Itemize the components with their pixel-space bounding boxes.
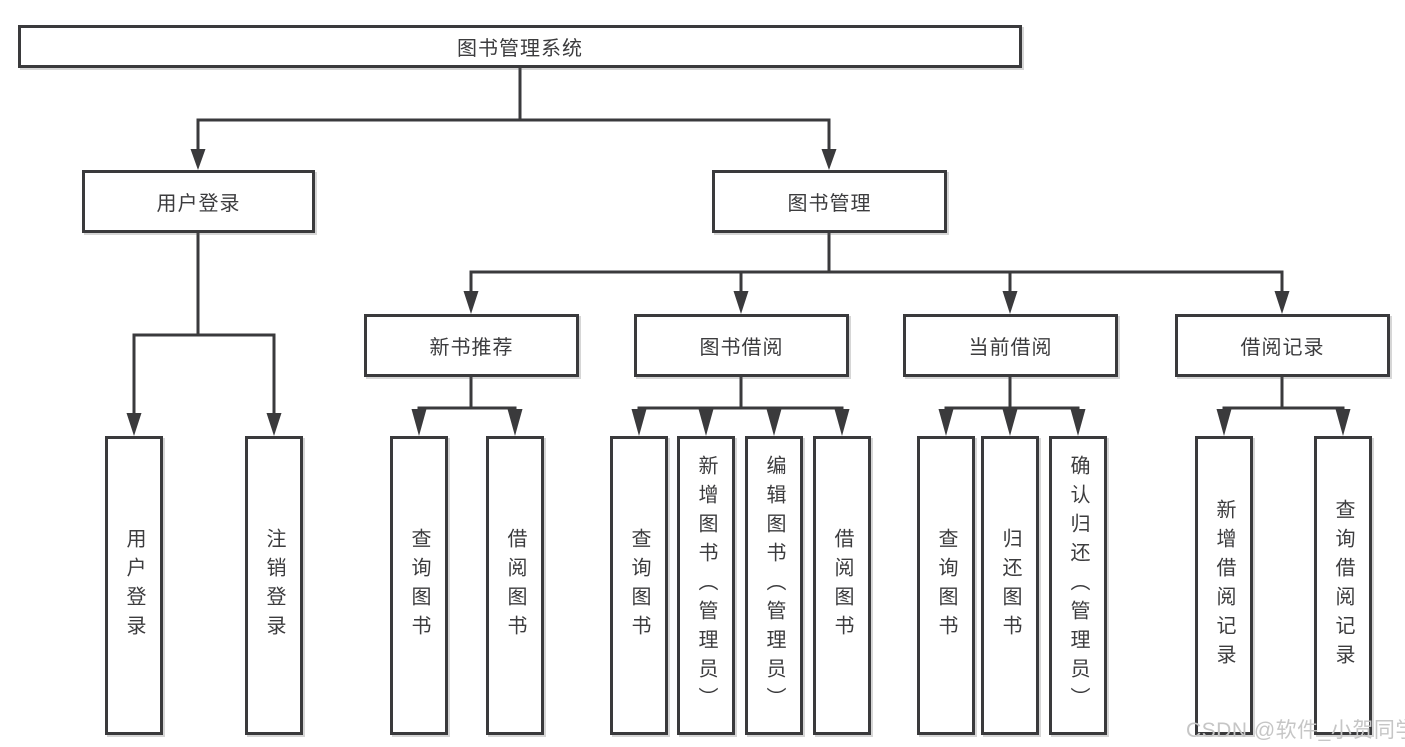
node-user-login: 用户登录: [82, 170, 315, 233]
node-leaf-cb-confirm: 确认归还（管理员）: [1049, 436, 1107, 735]
node-leaf-br-add: 新增借阅记录: [1195, 436, 1253, 735]
node-leaf-bb-query-label: 查询图书: [628, 527, 650, 644]
node-leaf-bb-edit: 编辑图书（管理员）: [745, 436, 803, 735]
node-leaf-login-label: 用户登录: [123, 527, 145, 644]
arrowheads-records: [1216, 409, 1351, 436]
node-leaf-cb-query: 查询图书: [917, 436, 975, 735]
node-book-mgmt: 图书管理: [712, 170, 947, 233]
connector-current: [944, 375, 1080, 410]
node-leaf-bb-query: 查询图书: [610, 436, 668, 735]
connector-new-books: [417, 375, 517, 410]
node-leaf-bb-add: 新增图书（管理员）: [677, 436, 735, 735]
node-borrow-records-label: 借阅记录: [1240, 337, 1325, 359]
node-leaf-bb-borrow-label: 借阅图书: [831, 527, 853, 644]
node-root: 图书管理系统: [18, 25, 1022, 68]
node-leaf-nb-query-label: 查询图书: [408, 527, 430, 644]
node-leaf-nb-borrow: 借阅图书: [486, 436, 544, 735]
node-leaf-br-query: 查询借阅记录: [1314, 436, 1372, 735]
node-borrow-records: 借阅记录: [1175, 314, 1390, 377]
connector-book-mgmt: [469, 231, 1284, 295]
node-leaf-bb-edit-label: 编辑图书（管理员）: [763, 455, 785, 716]
node-leaf-bb-borrow: 借阅图书: [813, 436, 871, 735]
node-root-label: 图书管理系统: [457, 38, 583, 60]
node-leaf-logout-label: 注销登录: [263, 527, 285, 644]
connector-borrow: [637, 375, 844, 410]
node-leaf-cb-return-label: 归还图书: [999, 527, 1021, 644]
csdn-watermark: CSDN @软件_小贺同学: [1186, 719, 1405, 742]
node-book-borrow-label: 图书借阅: [699, 337, 784, 359]
node-book-mgmt-label: 图书管理: [787, 193, 872, 215]
connector-root: [196, 66, 831, 152]
node-leaf-cb-return: 归还图书: [981, 436, 1039, 735]
arrowheads-level3: [463, 291, 1290, 314]
node-leaf-nb-borrow-label: 借阅图书: [504, 527, 526, 644]
connector-user-login: [132, 231, 276, 417]
node-new-books: 新书推荐: [364, 314, 579, 377]
node-leaf-cb-confirm-label: 确认归还（管理员）: [1067, 455, 1089, 716]
node-leaf-br-query-label: 查询借阅记录: [1332, 498, 1354, 673]
arrowheads-user-login: [126, 413, 282, 436]
node-leaf-login: 用户登录: [105, 436, 163, 735]
arrowheads-new-books: [411, 409, 523, 436]
node-current-borrow-label: 当前借阅: [968, 337, 1053, 359]
arrowheads-current: [938, 409, 1086, 436]
node-leaf-logout: 注销登录: [245, 436, 303, 735]
node-book-borrow: 图书借阅: [634, 314, 849, 377]
node-leaf-cb-query-label: 查询图书: [935, 527, 957, 644]
node-new-books-label: 新书推荐: [429, 337, 514, 359]
node-leaf-bb-add-label: 新增图书（管理员）: [695, 455, 717, 716]
node-current-borrow: 当前借阅: [903, 314, 1118, 377]
connector-records: [1222, 375, 1345, 410]
node-leaf-nb-query: 查询图书: [390, 436, 448, 735]
arrowheads-borrow: [631, 409, 850, 436]
node-user-login-label: 用户登录: [156, 193, 241, 215]
node-leaf-br-add-label: 新增借阅记录: [1213, 498, 1235, 673]
arrowheads-level2: [190, 149, 837, 170]
